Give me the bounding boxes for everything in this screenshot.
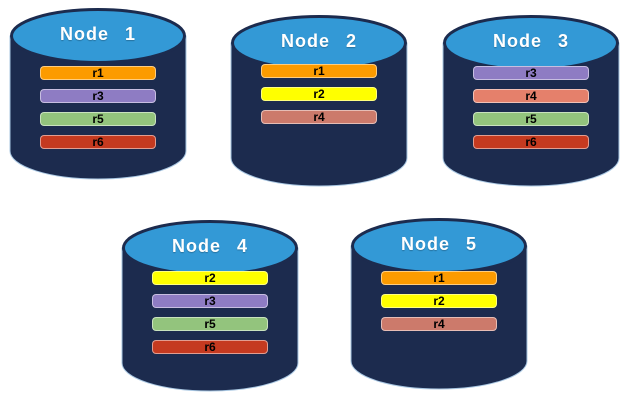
node-title: Node 4 [171,236,248,256]
replica-list: r3 r4 r5 r6 [473,66,589,149]
node-cylinder: Node 4 r2 r3 r5 r6 [120,217,300,393]
replica-bar: r3 [473,66,589,80]
replica-bar: r1 [381,271,497,285]
replica-bar: r6 [152,340,268,354]
replica-bar: r4 [261,110,377,124]
replica-bar: r3 [152,294,268,308]
replica-list: r1 r3 r5 r6 [40,66,156,149]
replica-bar: r1 [261,64,377,78]
replica-bar: r1 [40,66,156,80]
replica-bar: r6 [40,135,156,149]
node-cylinder: Node 5 r1 r2 r4 [349,215,529,391]
node-title: Node 2 [280,31,357,51]
replica-bar: r2 [381,294,497,308]
replica-list: r2 r3 r5 r6 [152,271,268,354]
replica-bar: r4 [473,89,589,103]
replica-bar: r5 [40,112,156,126]
replica-bar: r2 [152,271,268,285]
replica-bar: r4 [381,317,497,331]
node-title: Node 3 [492,31,569,51]
node-title: Node 1 [59,24,136,44]
replica-bar: r2 [261,87,377,101]
node-cylinder: Node 3 r3 r4 r5 r6 [441,12,621,188]
replica-list: r1 r2 r4 [381,271,497,331]
replica-bar: r3 [40,89,156,103]
replica-bar: r5 [152,317,268,331]
node-cylinder: Node 1 r1 r3 r5 r6 [8,5,188,181]
replica-bar: r5 [473,112,589,126]
cylinder-top-shape [10,8,186,64]
replica-bar: r6 [473,135,589,149]
replica-list: r1 r2 r4 [261,64,377,124]
node-cylinder: Node 2 r1 r2 r4 [229,12,409,188]
node-title: Node 5 [400,234,477,254]
